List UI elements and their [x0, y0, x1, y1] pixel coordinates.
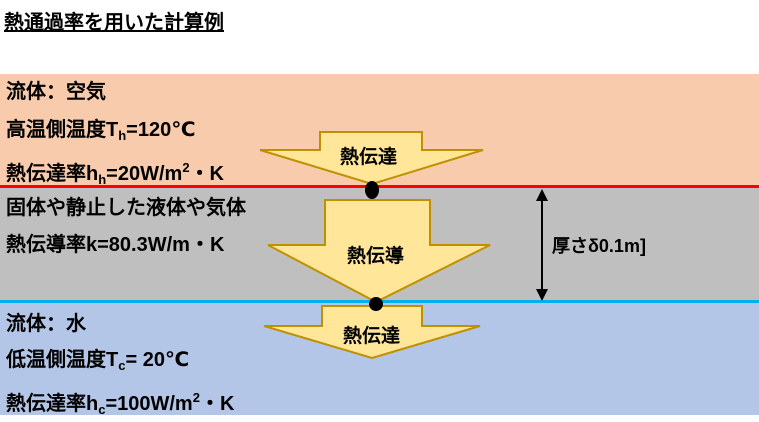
- convection-arrow-bottom: [263, 305, 481, 360]
- cold-fluid-name: 流体：水: [6, 313, 86, 335]
- hot-surface-point: [365, 181, 379, 199]
- thickness-arrowhead-up: [536, 189, 548, 201]
- conduction-label: 熱伝導: [347, 246, 405, 267]
- page-title: 熱通過率を用いた計算例: [4, 12, 224, 34]
- hot-side-temperature: 高温側温度Th=120℃: [6, 119, 196, 143]
- convection-label-top: 熱伝達: [340, 147, 398, 168]
- hot-side-heat-transfer-coefficient: 熱伝達率hh=20W/m2・K: [6, 160, 225, 187]
- hot-side-boundary: [0, 185, 759, 188]
- wall-thickness-label: 厚さδ0.1m]: [552, 236, 646, 256]
- thickness-arrowhead-down: [536, 289, 548, 301]
- cold-surface-point: [369, 297, 383, 311]
- wall-material-description: 固体や静止した液体や気体: [6, 197, 246, 219]
- cold-side-temperature: 低温側温度Tc= 20℃: [6, 349, 190, 373]
- convection-arrow-top: [259, 131, 484, 186]
- wall-thermal-conductivity: 熱伝導率k=80.3W/m・K: [6, 234, 225, 256]
- conduction-arrow: [267, 199, 491, 304]
- convection-label-bottom: 熱伝達: [343, 326, 401, 347]
- cold-side-heat-transfer-coefficient: 熱伝達率hc=100W/m2・K: [6, 390, 235, 417]
- hot-fluid-name: 流体：空気: [6, 81, 106, 103]
